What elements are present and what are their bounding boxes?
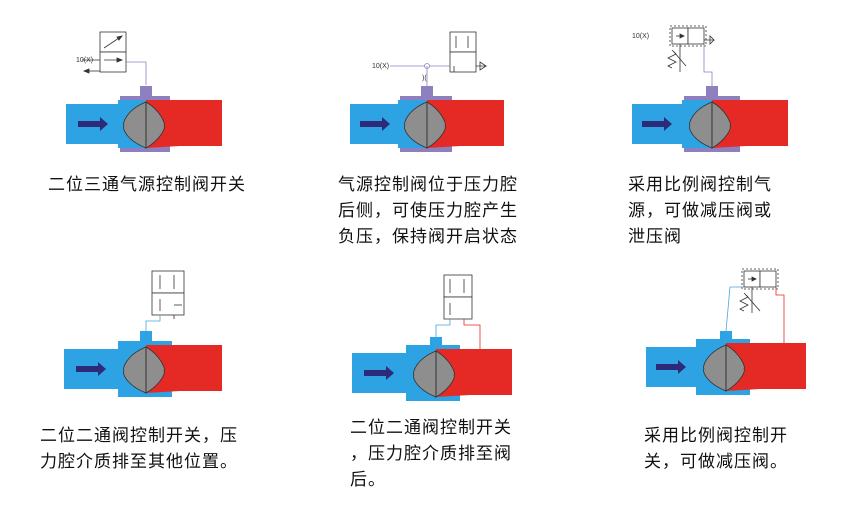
signal-label: 10(X)	[76, 57, 93, 64]
valve-body	[64, 331, 222, 397]
valve-body	[350, 86, 504, 152]
caption: 气源控制阀位于压力腔 后侧，可使压力腔产生 负压，保持阀开启状态	[338, 175, 518, 247]
panel-5: 二位二通阀控制开关 ，压力腔介质排至阀 后。	[290, 255, 590, 510]
valve-body	[66, 86, 222, 152]
caption: 采用比例阀控制开 关，可做减压阀。	[644, 426, 788, 472]
valve-diagram-5	[352, 274, 512, 401]
proportional-valve-symbol	[667, 25, 715, 86]
solenoid-valve-symbol	[145, 270, 185, 331]
panel-4: 二位二通阀控制开关，压 力腔介质排至其他位置。	[0, 255, 290, 510]
caption: 二位二通阀控制开关 ，压力腔介质排至阀 后。	[350, 418, 512, 490]
panel-1: 10(X) 二位三通气源控制阀开关	[0, 0, 290, 255]
valve-body	[632, 86, 788, 152]
panel-3: 10(X) 采用比例阀控制气 源，可做减压阀或 泄压阀	[580, 0, 868, 255]
panel-2: )( 10(X) 气源控制阀位于压力腔 后侧，可使压力腔产生 负压，保持阀开启状…	[290, 0, 590, 255]
solenoid-valve-symbol: )(	[390, 31, 488, 86]
caption: 二位三通气源控制阀开关	[48, 175, 246, 195]
panel-6: 采用比例阀控制开 关，可做减压阀。	[580, 255, 868, 510]
solenoid-valve-symbol	[82, 31, 147, 85]
valve-diagram-6	[646, 268, 806, 395]
caption: 采用比例阀控制气 源，可做减压阀或 泄压阀	[628, 175, 772, 247]
svg-text:)(: )(	[422, 75, 427, 82]
proportional-valve-symbol	[725, 268, 785, 347]
valve-diagram-2: )( 10(X)	[350, 31, 504, 152]
signal-label: 10(X)	[372, 63, 389, 70]
signal-label: 10(X)	[632, 33, 649, 40]
solenoid-valve-symbol	[435, 274, 481, 349]
valve-body	[352, 337, 512, 401]
valve-diagram-1: 10(X)	[66, 31, 222, 152]
valve-diagram-3: 10(X)	[632, 25, 788, 152]
valve-diagram-4	[64, 270, 222, 397]
valve-body	[646, 331, 806, 395]
caption: 二位二通阀控制开关，压 力腔介质排至其他位置。	[40, 426, 238, 472]
